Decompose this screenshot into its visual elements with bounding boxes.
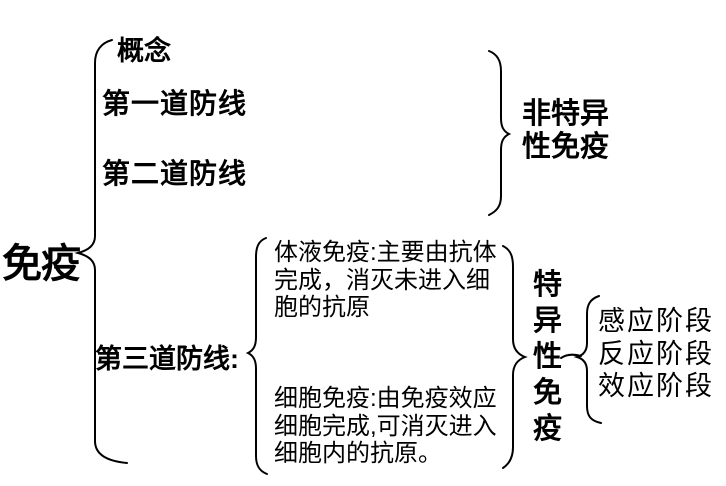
branch-defense-line-1: 第一道防线 [102,88,248,119]
stage-effect: 效应阶段 [598,371,714,401]
label-specific-immunity: 特异性免疫 [532,269,562,445]
defense3-brace-icon [245,237,268,475]
branch-concept: 概念 [117,36,171,66]
desc-humoral-immunity: 体液免疫:主要由抗体完成，消灭未进入细胞的抗原 [274,239,497,321]
desc-cellular-immunity: 细胞免疫:由免疫效应细胞完成,可消灭进入细胞内的抗原。 [274,385,497,467]
branch-defense-line-3: 第三道防线: [95,344,239,374]
label-nonspecific-immunity: 非特异性免疫 [522,98,610,163]
root-label-immunity: 免疫 [2,242,81,286]
specific-to-stages-connector [560,353,582,359]
stage-reaction: 反应阶段 [598,338,714,369]
stages-list: 感应阶段 反应阶段 效应阶段 [598,305,714,403]
nonspecific-brace-icon [488,50,512,216]
stage-induction: 感应阶段 [598,306,714,336]
branch-defense-line-2: 第二道防线 [102,158,248,189]
